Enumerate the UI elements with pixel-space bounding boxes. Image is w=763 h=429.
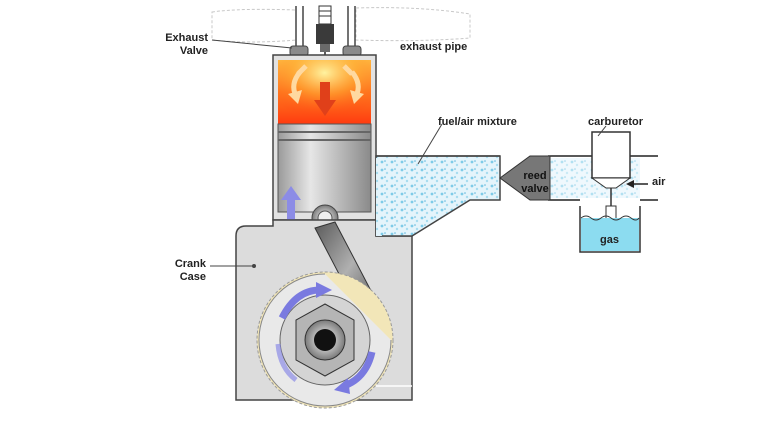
down-arrow-icon — [314, 100, 336, 116]
exhaust-valve — [289, 45, 362, 57]
spark-plug — [316, 5, 334, 58]
crank-hub — [314, 329, 336, 351]
gas-tank — [579, 206, 641, 253]
exhaust-pipe-label: exhaust pipe — [400, 41, 468, 53]
gas-label: gas — [600, 234, 619, 246]
carburetor-label: carburetor — [588, 116, 644, 128]
rotation-arrow-icon — [275, 282, 376, 394]
fuel-air-mixture-label: fuel/air mixture — [438, 116, 517, 128]
combustion-chamber — [278, 60, 371, 124]
leader-lines — [210, 39, 607, 387]
reed-valve — [499, 155, 551, 201]
air-inlet-arrow-icon — [626, 180, 648, 188]
air-label: air — [652, 176, 666, 188]
crank-case-label: Crank Case — [174, 258, 206, 283]
exhaust-pipe — [211, 6, 471, 48]
carburetor — [590, 131, 632, 223]
reed-valve-label: reed valve — [521, 170, 549, 195]
exhaust-valve-label: Exhaust Valve — [165, 32, 208, 57]
